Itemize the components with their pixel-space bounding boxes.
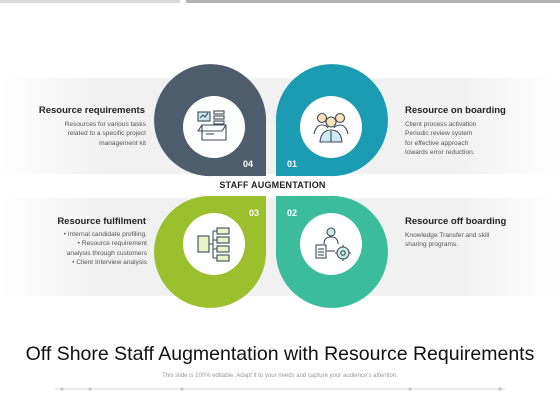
resource-off-boarding-title: Resource off boarding <box>405 216 507 227</box>
resource-box-icon <box>196 110 227 141</box>
petal-02-number: 02 <box>287 208 298 218</box>
hierarchy-icon <box>197 227 230 262</box>
petal-02-circle <box>300 213 362 275</box>
resource-requirements-text: Resources for various tasks related to a… <box>64 121 146 147</box>
petal-03-number: 03 <box>249 208 260 218</box>
top-bar-right <box>186 0 560 3</box>
slide-title: Off Shore Staff Augmentation with Resour… <box>25 343 535 365</box>
team-icon <box>313 112 349 143</box>
top-bar-left <box>0 0 180 3</box>
petal-03-circle <box>183 213 245 275</box>
footer-timeline <box>55 387 505 391</box>
petal-04-number: 04 <box>243 159 254 169</box>
resource-off-boarding-text: Knowledge Transfer and skill sharing pro… <box>405 232 490 249</box>
resource-on-boarding-text: Client process activation Periodic revie… <box>405 121 477 157</box>
resource-fulfilment-title: Resource fulfilment <box>57 216 146 227</box>
resource-requirements-title: Resource requirements <box>38 105 145 116</box>
center-label: STAFF AUGMENTATION <box>219 180 326 190</box>
resource-fulfilment-text: • Internal candidate profiling. • Resour… <box>63 231 147 267</box>
petal-01-number: 01 <box>287 159 298 169</box>
slide-subtitle: This slide is 100% editable. Adapt it to… <box>162 373 398 379</box>
resource-on-boarding-title: Resource on boarding <box>405 105 506 116</box>
settings-person-icon <box>315 227 351 261</box>
